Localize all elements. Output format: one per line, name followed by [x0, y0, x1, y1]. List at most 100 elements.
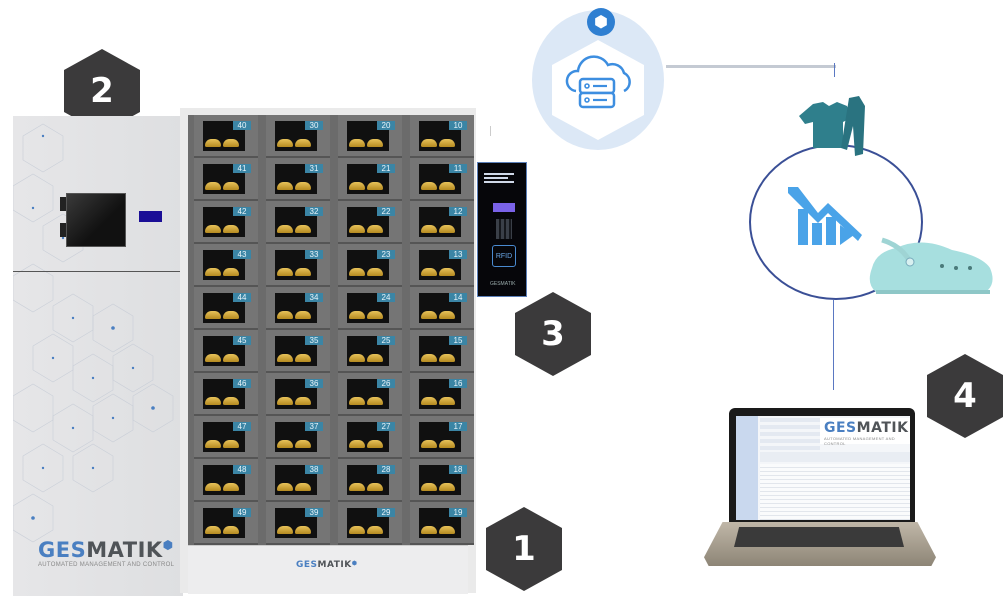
- cabinet-logo: GESMATIK⬢ AUTOMATED MANAGEMENT AND CONTR…: [38, 538, 174, 568]
- locker-compartment[interactable]: 38: [266, 459, 330, 502]
- locker-compartment[interactable]: 27: [338, 416, 402, 459]
- locker-compartment[interactable]: 17: [410, 416, 474, 459]
- stored-item: [277, 483, 293, 491]
- locker-compartment[interactable]: 14: [410, 287, 474, 330]
- locker-compartment[interactable]: 37: [266, 416, 330, 459]
- locker-compartment[interactable]: 48: [194, 459, 258, 502]
- declining-bar-chart-icon: [788, 187, 862, 245]
- stored-item: [367, 354, 383, 362]
- locker-compartment[interactable]: 36: [266, 373, 330, 416]
- locker-compartment[interactable]: 29: [338, 502, 402, 545]
- compartment-number: 49: [233, 508, 251, 517]
- locker-compartment[interactable]: 13: [410, 244, 474, 287]
- locker-compartment[interactable]: 19: [410, 502, 474, 545]
- locker-compartment[interactable]: 12: [410, 201, 474, 244]
- locker-compartment[interactable]: 39: [266, 502, 330, 545]
- compartment-window: [419, 336, 461, 366]
- compartment-number: 48: [233, 465, 251, 474]
- screen-logo: GESMATIK AUTOMATED MANAGEMENT AND CONTRO…: [820, 418, 910, 446]
- stored-item: [205, 440, 221, 448]
- screen-button[interactable]: [493, 203, 515, 212]
- locker-compartment[interactable]: 23: [338, 244, 402, 287]
- locker-compartment[interactable]: 28: [338, 459, 402, 502]
- locker-compartment[interactable]: 11: [410, 158, 474, 201]
- touchscreen-terminal[interactable]: [66, 193, 126, 247]
- stored-item: [223, 397, 239, 405]
- control-cabinet: GESMATIK⬢ AUTOMATED MANAGEMENT AND CONTR…: [13, 116, 183, 596]
- stored-item: [295, 311, 311, 319]
- compartment-number: 44: [233, 293, 251, 302]
- stored-item: [421, 440, 437, 448]
- compartment-number: 37: [305, 422, 323, 431]
- locker-compartment[interactable]: 34: [266, 287, 330, 330]
- locker-compartment[interactable]: 41: [194, 158, 258, 201]
- stored-item: [349, 397, 365, 405]
- stored-item: [205, 397, 221, 405]
- stored-item: [277, 311, 293, 319]
- gesmatik-cube-logo-icon: ⬢: [587, 8, 615, 36]
- locker-compartment[interactable]: 46: [194, 373, 258, 416]
- locker-compartment[interactable]: 15: [410, 330, 474, 373]
- locker-compartment[interactable]: 32: [266, 201, 330, 244]
- brand-tagline: AUTOMATED MANAGEMENT AND CONTROL: [38, 562, 175, 568]
- locker-compartment[interactable]: 30: [266, 115, 330, 158]
- locker-compartment[interactable]: 42: [194, 201, 258, 244]
- stored-item: [367, 397, 383, 405]
- locker-compartment[interactable]: 10: [410, 115, 474, 158]
- stored-item: [277, 354, 293, 362]
- locker-compartment[interactable]: 49: [194, 502, 258, 545]
- rfid-reader[interactable]: RFID GESMATIK: [477, 162, 527, 297]
- compartment-window: [275, 508, 317, 538]
- keypad[interactable]: [496, 219, 512, 239]
- compartment-number: 33: [305, 250, 323, 259]
- locker-compartment[interactable]: 24: [338, 287, 402, 330]
- locker-logo: GESMATIK⬢: [296, 560, 357, 570]
- stored-item: [421, 225, 437, 233]
- compartment-number: 16: [449, 379, 467, 388]
- locker-compartment[interactable]: 21: [338, 158, 402, 201]
- compartment-number: 27: [377, 422, 395, 431]
- locker-compartment[interactable]: 44: [194, 287, 258, 330]
- compartment-number: 29: [377, 508, 395, 517]
- compartment-number: 38: [305, 465, 323, 474]
- laptop-keyboard: [734, 527, 904, 547]
- compartment-number: 12: [449, 207, 467, 216]
- locker-compartment[interactable]: 26: [338, 373, 402, 416]
- locker-compartment[interactable]: 18: [410, 459, 474, 502]
- card-slot-indicator: [139, 211, 162, 222]
- stored-item: [349, 182, 365, 190]
- compartment-window: [275, 121, 317, 151]
- locker-compartment[interactable]: 45: [194, 330, 258, 373]
- locker-compartment[interactable]: 43: [194, 244, 258, 287]
- stored-item: [421, 397, 437, 405]
- stored-item: [349, 268, 365, 276]
- locker-base: GESMATIK⬢: [188, 545, 468, 594]
- stored-item: [421, 526, 437, 534]
- locker-compartment[interactable]: 16: [410, 373, 474, 416]
- brand-ges: GES: [296, 560, 318, 570]
- brand-matik: MATIK: [856, 420, 909, 436]
- locker-compartment[interactable]: 35: [266, 330, 330, 373]
- locker-compartment[interactable]: 31: [266, 158, 330, 201]
- mount-bracket: [490, 126, 491, 136]
- locker-compartment[interactable]: 47: [194, 416, 258, 459]
- locker-compartment[interactable]: 20: [338, 115, 402, 158]
- locker-compartment[interactable]: 33: [266, 244, 330, 287]
- locker-compartment[interactable]: 40: [194, 115, 258, 158]
- stored-item: [223, 139, 239, 147]
- laptop-screen[interactable]: GESMATIK AUTOMATED MANAGEMENT AND CONTRO…: [736, 416, 910, 520]
- locker-compartment[interactable]: 25: [338, 330, 402, 373]
- stored-item: [367, 225, 383, 233]
- compartment-number: 42: [233, 207, 251, 216]
- stored-item: [349, 311, 365, 319]
- rfid-icon: RFID: [492, 245, 516, 267]
- rfid-label: RFID: [495, 252, 513, 260]
- stored-item: [349, 139, 365, 147]
- stored-item: [277, 139, 293, 147]
- locker-compartment[interactable]: 22: [338, 201, 402, 244]
- app-sidebar: [736, 416, 758, 520]
- stored-item: [367, 526, 383, 534]
- stored-item: [439, 483, 455, 491]
- stored-item: [277, 268, 293, 276]
